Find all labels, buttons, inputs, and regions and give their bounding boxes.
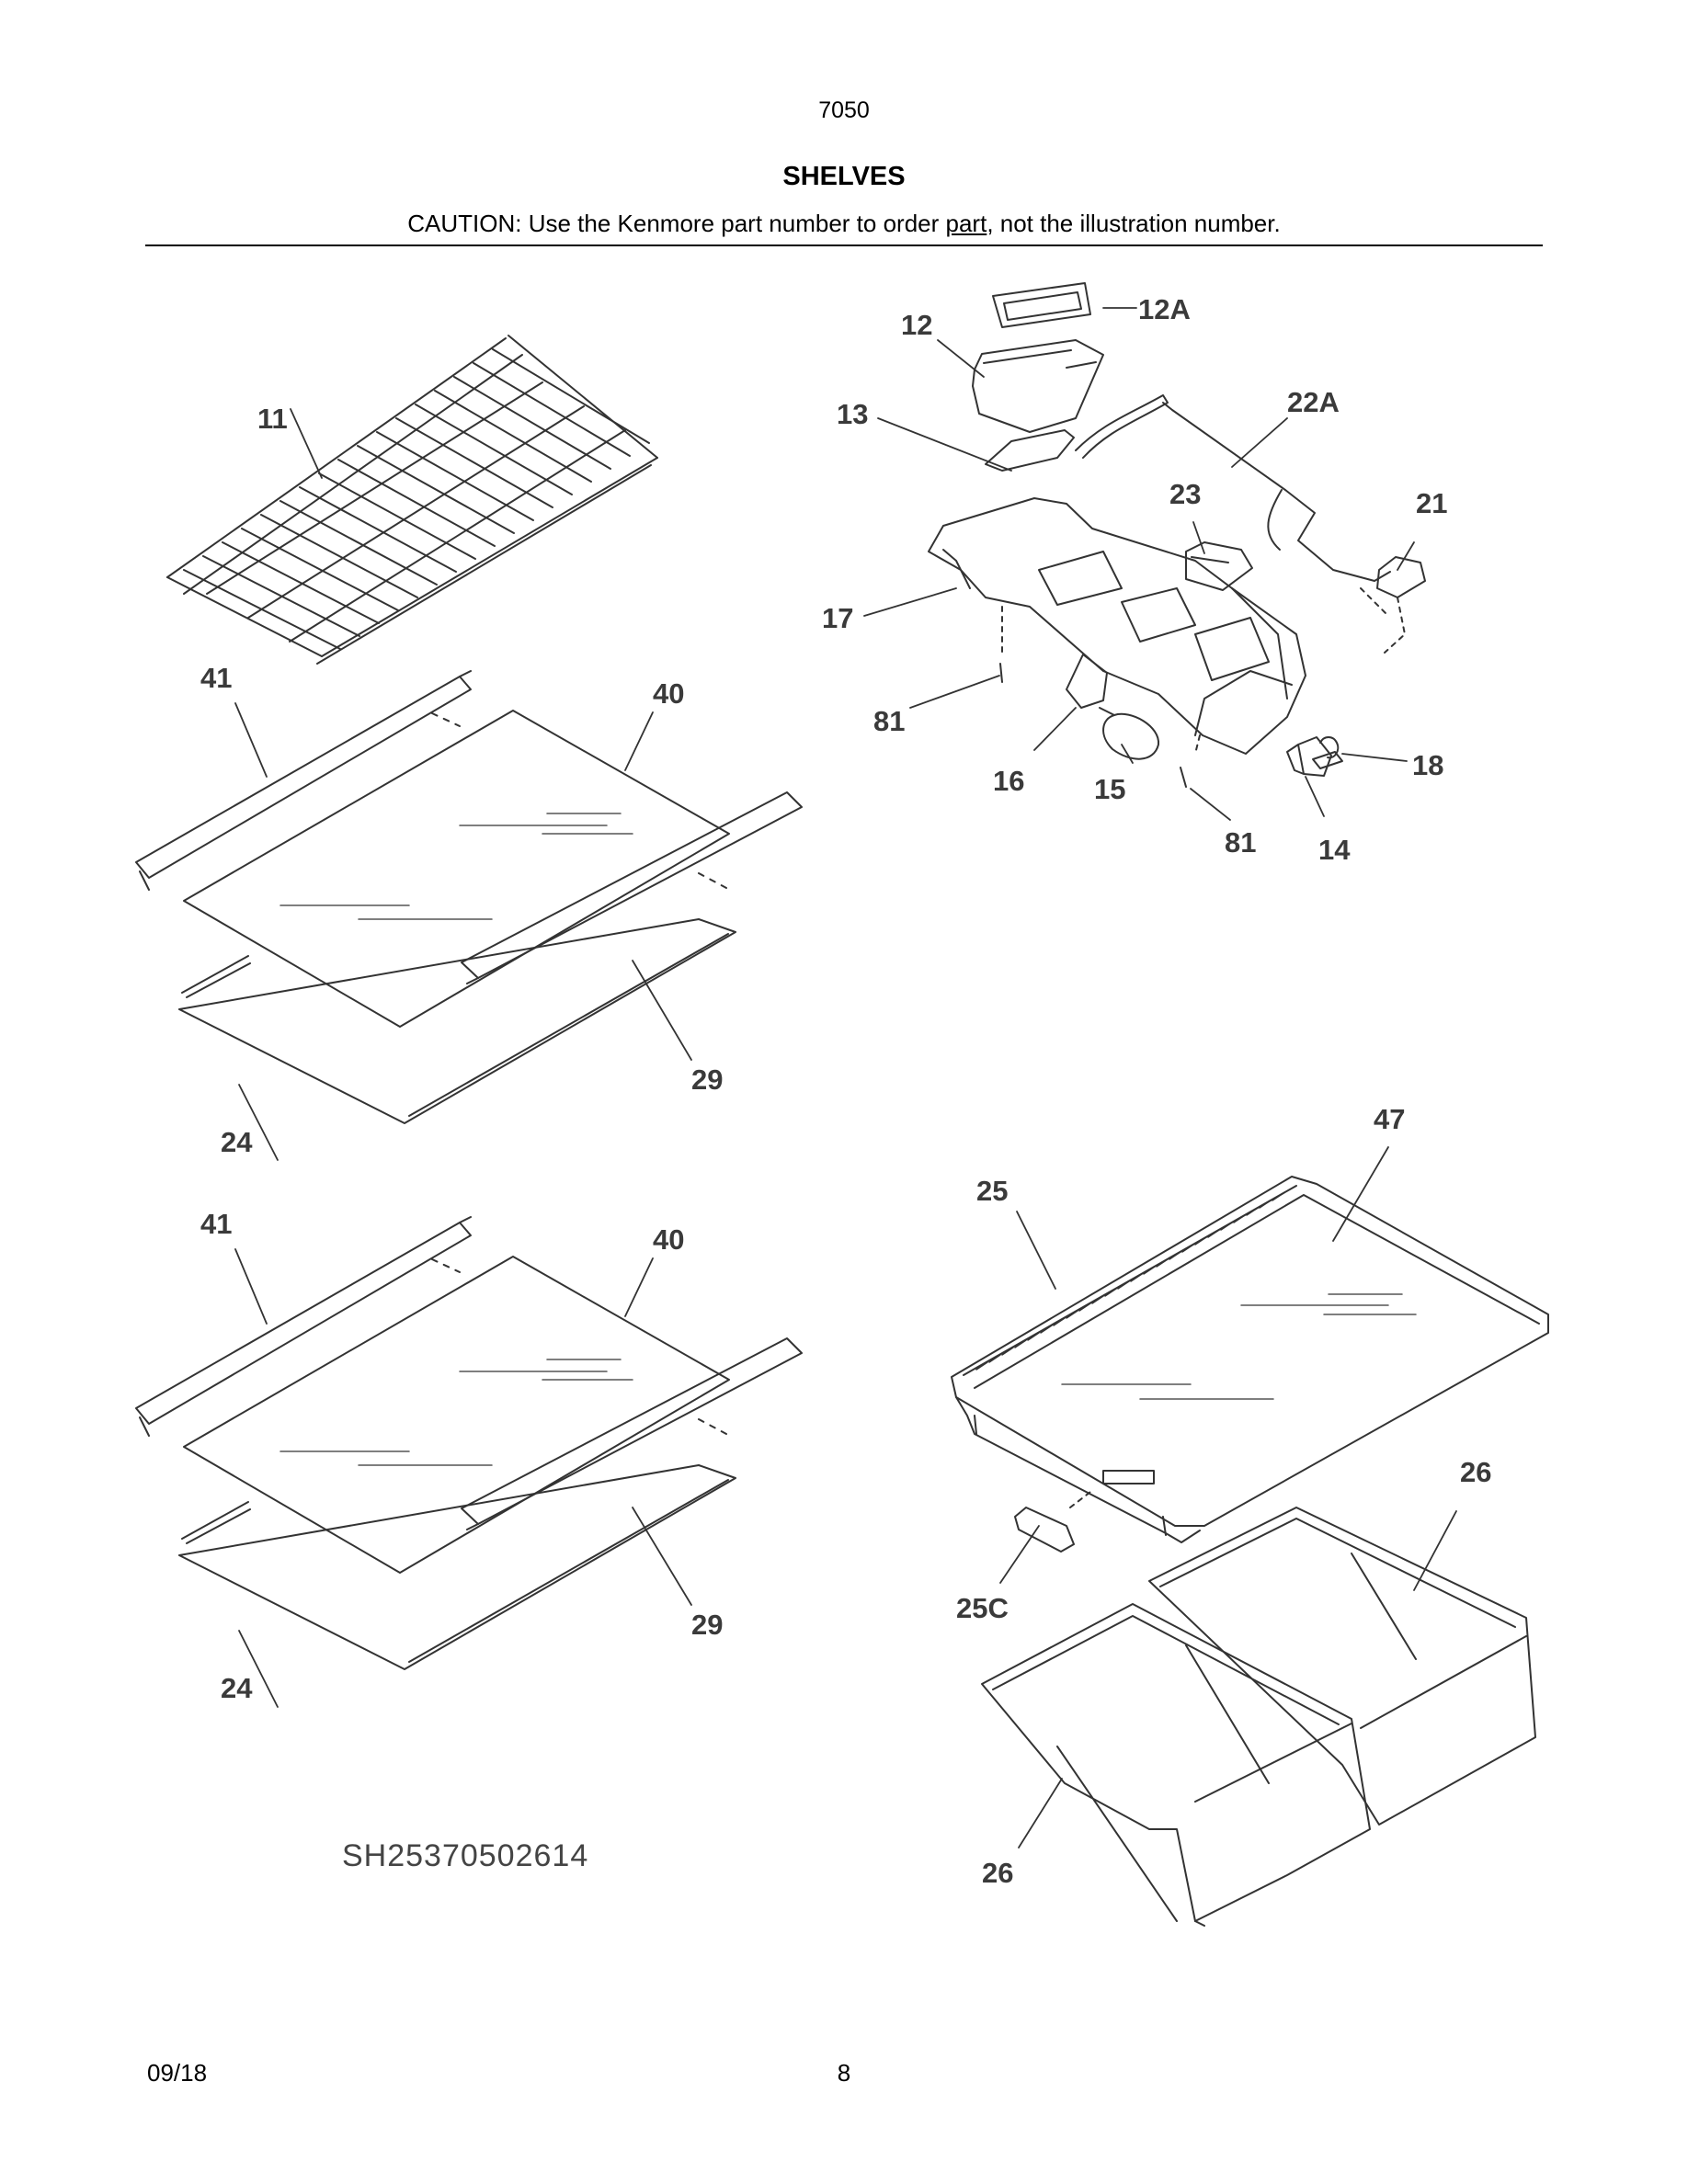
crisper-drawers bbox=[981, 1507, 1536, 1927]
callout-40-upper: 40 bbox=[653, 677, 684, 710]
control-housing-assembly bbox=[928, 282, 1426, 788]
callout-12A: 12A bbox=[1138, 293, 1191, 325]
callout-81-left: 81 bbox=[873, 705, 905, 737]
callout-12: 12 bbox=[901, 309, 932, 341]
callout-41-upper: 41 bbox=[200, 662, 232, 694]
callout-25: 25 bbox=[976, 1175, 1008, 1207]
crisper-cover-assembly bbox=[951, 1176, 1549, 1553]
callout-29-lower: 29 bbox=[691, 1609, 723, 1641]
drawing-code: SH25370502614 bbox=[342, 1838, 588, 1873]
caution-text-start: CAUTION: Use the Kenmore part number to … bbox=[407, 210, 946, 237]
callout-13: 13 bbox=[837, 398, 868, 430]
callout-24-lower: 24 bbox=[221, 1672, 253, 1704]
callout-29-upper: 29 bbox=[691, 1064, 723, 1096]
callout-25C: 25C bbox=[956, 1592, 1009, 1624]
page-title: SHELVES bbox=[782, 162, 906, 191]
callout-15: 15 bbox=[1094, 773, 1125, 805]
callout-14: 14 bbox=[1318, 834, 1351, 866]
callout-26-lower: 26 bbox=[982, 1857, 1013, 1889]
callout-11: 11 bbox=[257, 403, 288, 435]
header-rule bbox=[145, 245, 1543, 246]
callout-23: 23 bbox=[1169, 478, 1201, 510]
wire-shelf bbox=[166, 335, 658, 665]
callout-41-lower: 41 bbox=[200, 1208, 232, 1240]
callout-labels: 11 41 40 29 24 41 40 29 24 12 12A 13 22A… bbox=[200, 293, 1491, 1889]
callout-18: 18 bbox=[1412, 749, 1443, 781]
callout-47: 47 bbox=[1374, 1103, 1405, 1135]
callout-40-lower: 40 bbox=[653, 1223, 684, 1256]
callout-81-right: 81 bbox=[1225, 826, 1256, 859]
callout-22A: 22A bbox=[1287, 386, 1340, 418]
footer-page-number: 8 bbox=[837, 2059, 851, 2087]
callout-leaders bbox=[234, 307, 1457, 1848]
callout-16: 16 bbox=[993, 765, 1024, 797]
callout-26-upper: 26 bbox=[1460, 1456, 1491, 1488]
caution-text-end: , not the illustration number. bbox=[987, 210, 1281, 237]
callout-17: 17 bbox=[822, 602, 853, 634]
glass-shelf-assembly-lower bbox=[135, 1216, 803, 1670]
caution-note: CAUTION: Use the Kenmore part number to … bbox=[0, 210, 1688, 238]
caution-part-link[interactable]: part bbox=[945, 210, 987, 237]
glass-shelf-assembly-upper bbox=[135, 670, 803, 1124]
callout-24-upper: 24 bbox=[221, 1126, 253, 1158]
callout-21: 21 bbox=[1416, 487, 1447, 519]
model-number: 7050 bbox=[818, 97, 870, 123]
footer-date: 09/18 bbox=[147, 2059, 208, 2087]
